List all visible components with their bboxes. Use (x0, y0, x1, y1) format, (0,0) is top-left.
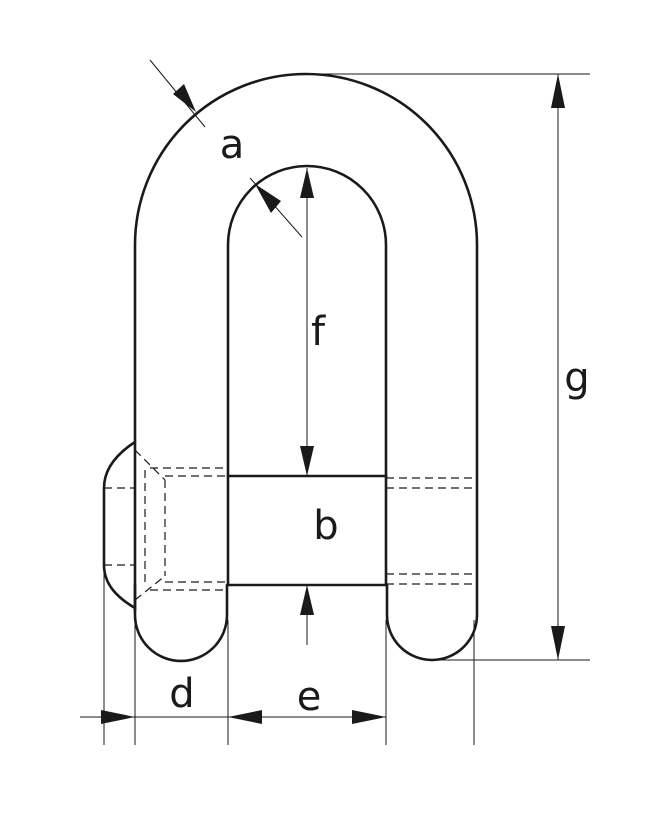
dimension-b (300, 585, 314, 645)
dimension-a-arrow-outer (173, 84, 196, 112)
pin-head (102, 440, 166, 610)
dimension-f (300, 168, 314, 476)
dimension-g-arrow-bottom (551, 626, 565, 660)
pin-head-outline (102, 440, 137, 610)
dimension-g (320, 73, 590, 661)
bow-inner-outline (226, 164, 388, 478)
label-d: d (169, 671, 194, 717)
hidden-pin-lines (150, 467, 477, 591)
dimension-a (149, 59, 303, 238)
dimension-g-arrow-top (551, 74, 565, 108)
dimension-a-arrow-inner (255, 184, 281, 213)
dimension-f-arrow-top (300, 168, 314, 198)
dimension-b-arrow (300, 585, 314, 615)
label-g: g (564, 355, 589, 401)
label-f: f (311, 309, 326, 355)
label-b: b (313, 503, 338, 549)
dimension-e-arrow-right (352, 710, 386, 724)
shackle-body (133, 72, 479, 663)
label-a: a (220, 122, 245, 168)
dimension-d-arrow (101, 710, 135, 724)
label-e: e (297, 674, 322, 720)
dimension-f-arrow-bottom (300, 446, 314, 476)
dimension-d-e (80, 565, 475, 745)
pin-head-chamfer-top (134, 449, 166, 481)
dimension-e-arrow-left (228, 710, 262, 724)
left-leg-bottom (133, 583, 229, 663)
pin-head-chamfer-bottom (134, 575, 166, 601)
bow-outer-outline (133, 72, 479, 662)
